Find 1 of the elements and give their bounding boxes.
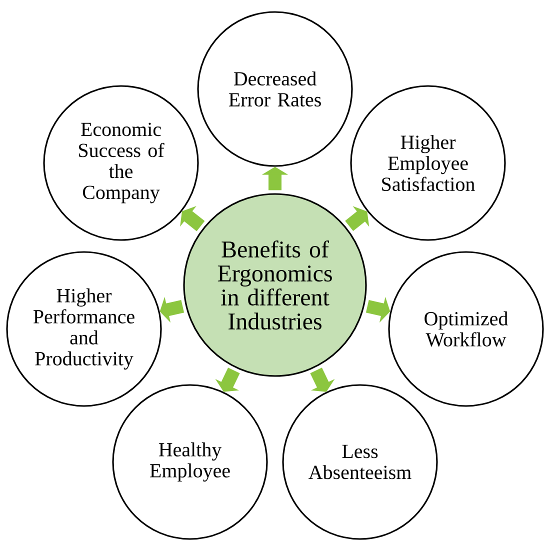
arrow [310, 368, 335, 392]
